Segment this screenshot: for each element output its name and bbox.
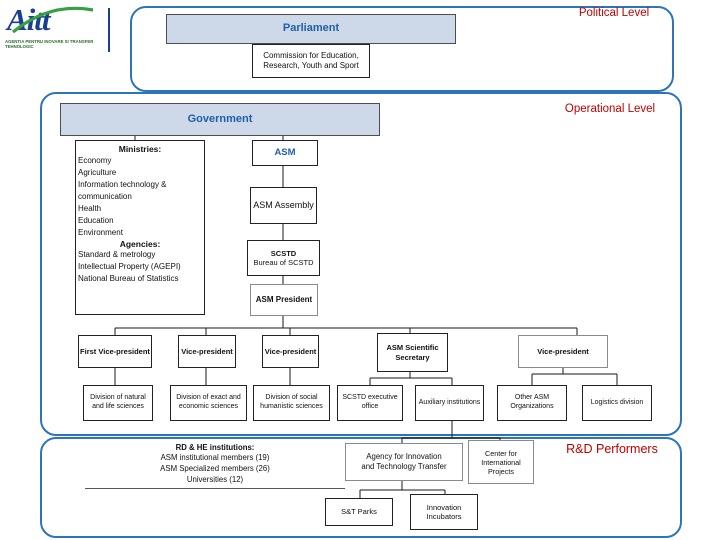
first-vice-president-box: First Vice-president [78,335,152,368]
agencies-list: Standard & metrology Intellectual Proper… [78,250,181,284]
aitt-logo: Aitt AGENTIA PENTRU INOVARE SI TRANSFER … [5,2,120,54]
asm-box: ASM [252,140,318,166]
asm-scientific-secretary-box: ASM Scientific Secretary [377,333,448,372]
rdhe-institutions-lines: ASM institutional members (19) ASM Speci… [160,453,270,485]
other-asm-organizations-box: Other ASM Organizations [497,385,567,421]
asm-assembly-box: ASM Assembly [250,187,317,224]
agencies-title: Agencies: [119,238,161,249]
scstd-title: SCSTD [270,248,297,258]
political-level-label: Political Level [578,7,650,19]
ministries-list: Economy Agriculture Information technolo… [78,155,167,237]
innovation-incubators-box: Innovation Incubators [410,494,478,530]
operational-level-label: Operational Level [564,103,656,115]
vice-president-box-2: Vice-president [262,335,319,368]
rdhe-institutions-block: RD & HE institutions: ASM institutional … [85,443,345,490]
auxiliary-institutions-box: Auxiliary institutions [415,385,484,421]
asm-president-box: ASM President [250,284,318,316]
parliament-box: Parliament [166,14,456,44]
logo-swoosh-icon [11,6,94,34]
logistics-division-box: Logistics division [582,385,652,421]
commission-box: Commission for Education, Research, Yout… [252,44,370,78]
scstd-subtitle: Bureau of SCSTD [253,258,314,267]
st-parks-box: S&T Parks [325,498,393,526]
agency-innovation-technology-transfer-box: Agency for Innovation and Technology Tra… [345,443,463,481]
government-box: Government [60,103,380,136]
vice-president-box-3: Vice-president [518,335,608,368]
rdhe-institutions-title: RD & HE institutions: [175,443,255,452]
center-international-projects-box: Center for International Projects [468,440,534,484]
division-exact-economic-sciences-box: Division of exact and economic sciences [170,385,247,421]
vice-president-box-1: Vice-president [178,335,236,368]
scstd-box: SCSTD Bureau of SCSTD [247,240,320,276]
scstd-executive-office-box: SCSTD executive office [337,385,403,421]
division-natural-life-sciences-box: Division of natural and life sciences [83,385,153,421]
ministries-title: Ministries: [118,144,162,154]
division-social-humanistic-sciences-box: Division of social humanistic sciences [253,385,330,421]
logo-divider-line [108,8,110,52]
ministries-box: Ministries: Economy Agriculture Informat… [75,140,205,315]
rd-performers-label: R&D Performers [566,442,658,456]
aitt-logo-caption: AGENTIA PENTRU INOVARE SI TRANSFER TEHNO… [5,39,94,49]
